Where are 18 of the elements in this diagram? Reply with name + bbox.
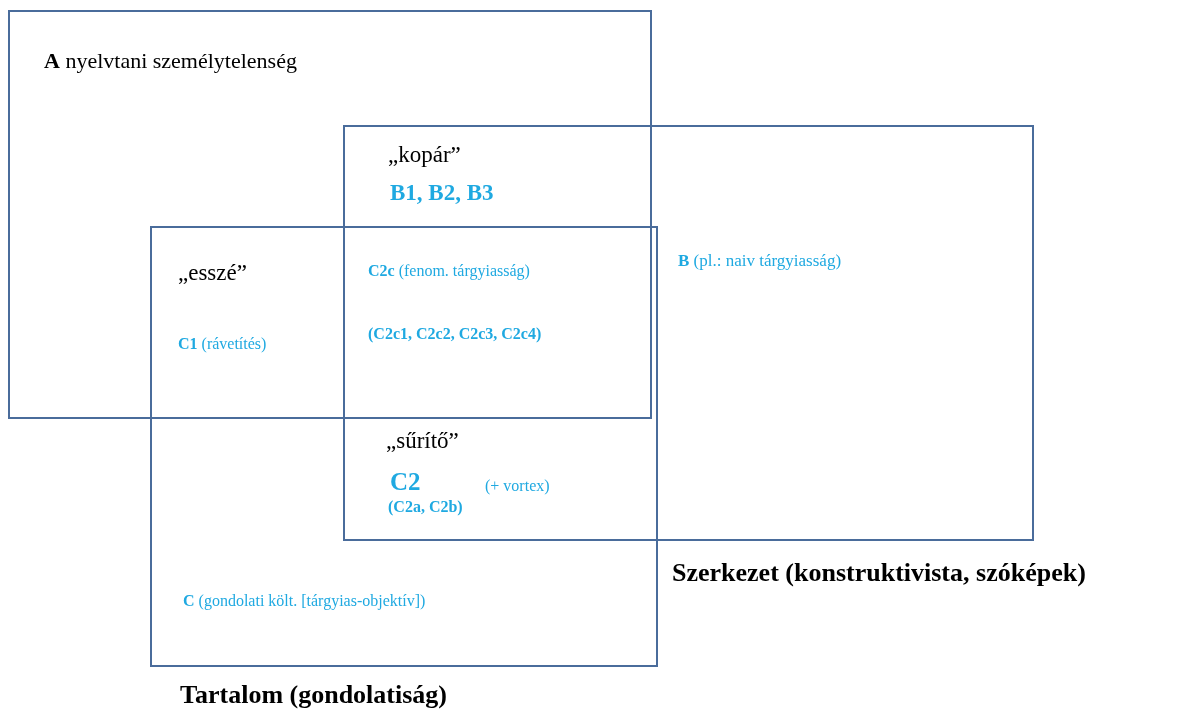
region-label: B (pl.: naiv tárgyiasság)	[678, 251, 842, 271]
region-label: „esszé”	[178, 260, 247, 287]
region-label: „kopár”	[388, 142, 461, 169]
axis-caption: Tartalom (gondolatiság)	[180, 680, 447, 710]
region-label: (+ vortex)	[485, 477, 550, 496]
region-label: „sűrítő”	[386, 428, 459, 455]
region-label: A nyelvtani személytelenség	[44, 48, 297, 74]
set-rectangle	[8, 10, 652, 419]
region-label: C2	[390, 468, 421, 497]
region-label: C (gondolati költ. [tárgyias-objektív])	[183, 592, 426, 611]
set-rectangle	[343, 125, 1034, 541]
region-label: (C2c1, C2c2, C2c3, C2c4)	[368, 325, 542, 344]
axis-caption: Szerkezet (konstruktivista, szóképek)	[672, 558, 1086, 588]
set-rectangle	[150, 226, 658, 667]
region-label: C2c (fenom. tárgyiasság)	[368, 262, 530, 281]
region-label: (C2a, C2b)	[388, 498, 463, 517]
region-label: B1, B2, B3	[390, 180, 494, 207]
region-label: C1 (rávetítés)	[178, 335, 267, 354]
